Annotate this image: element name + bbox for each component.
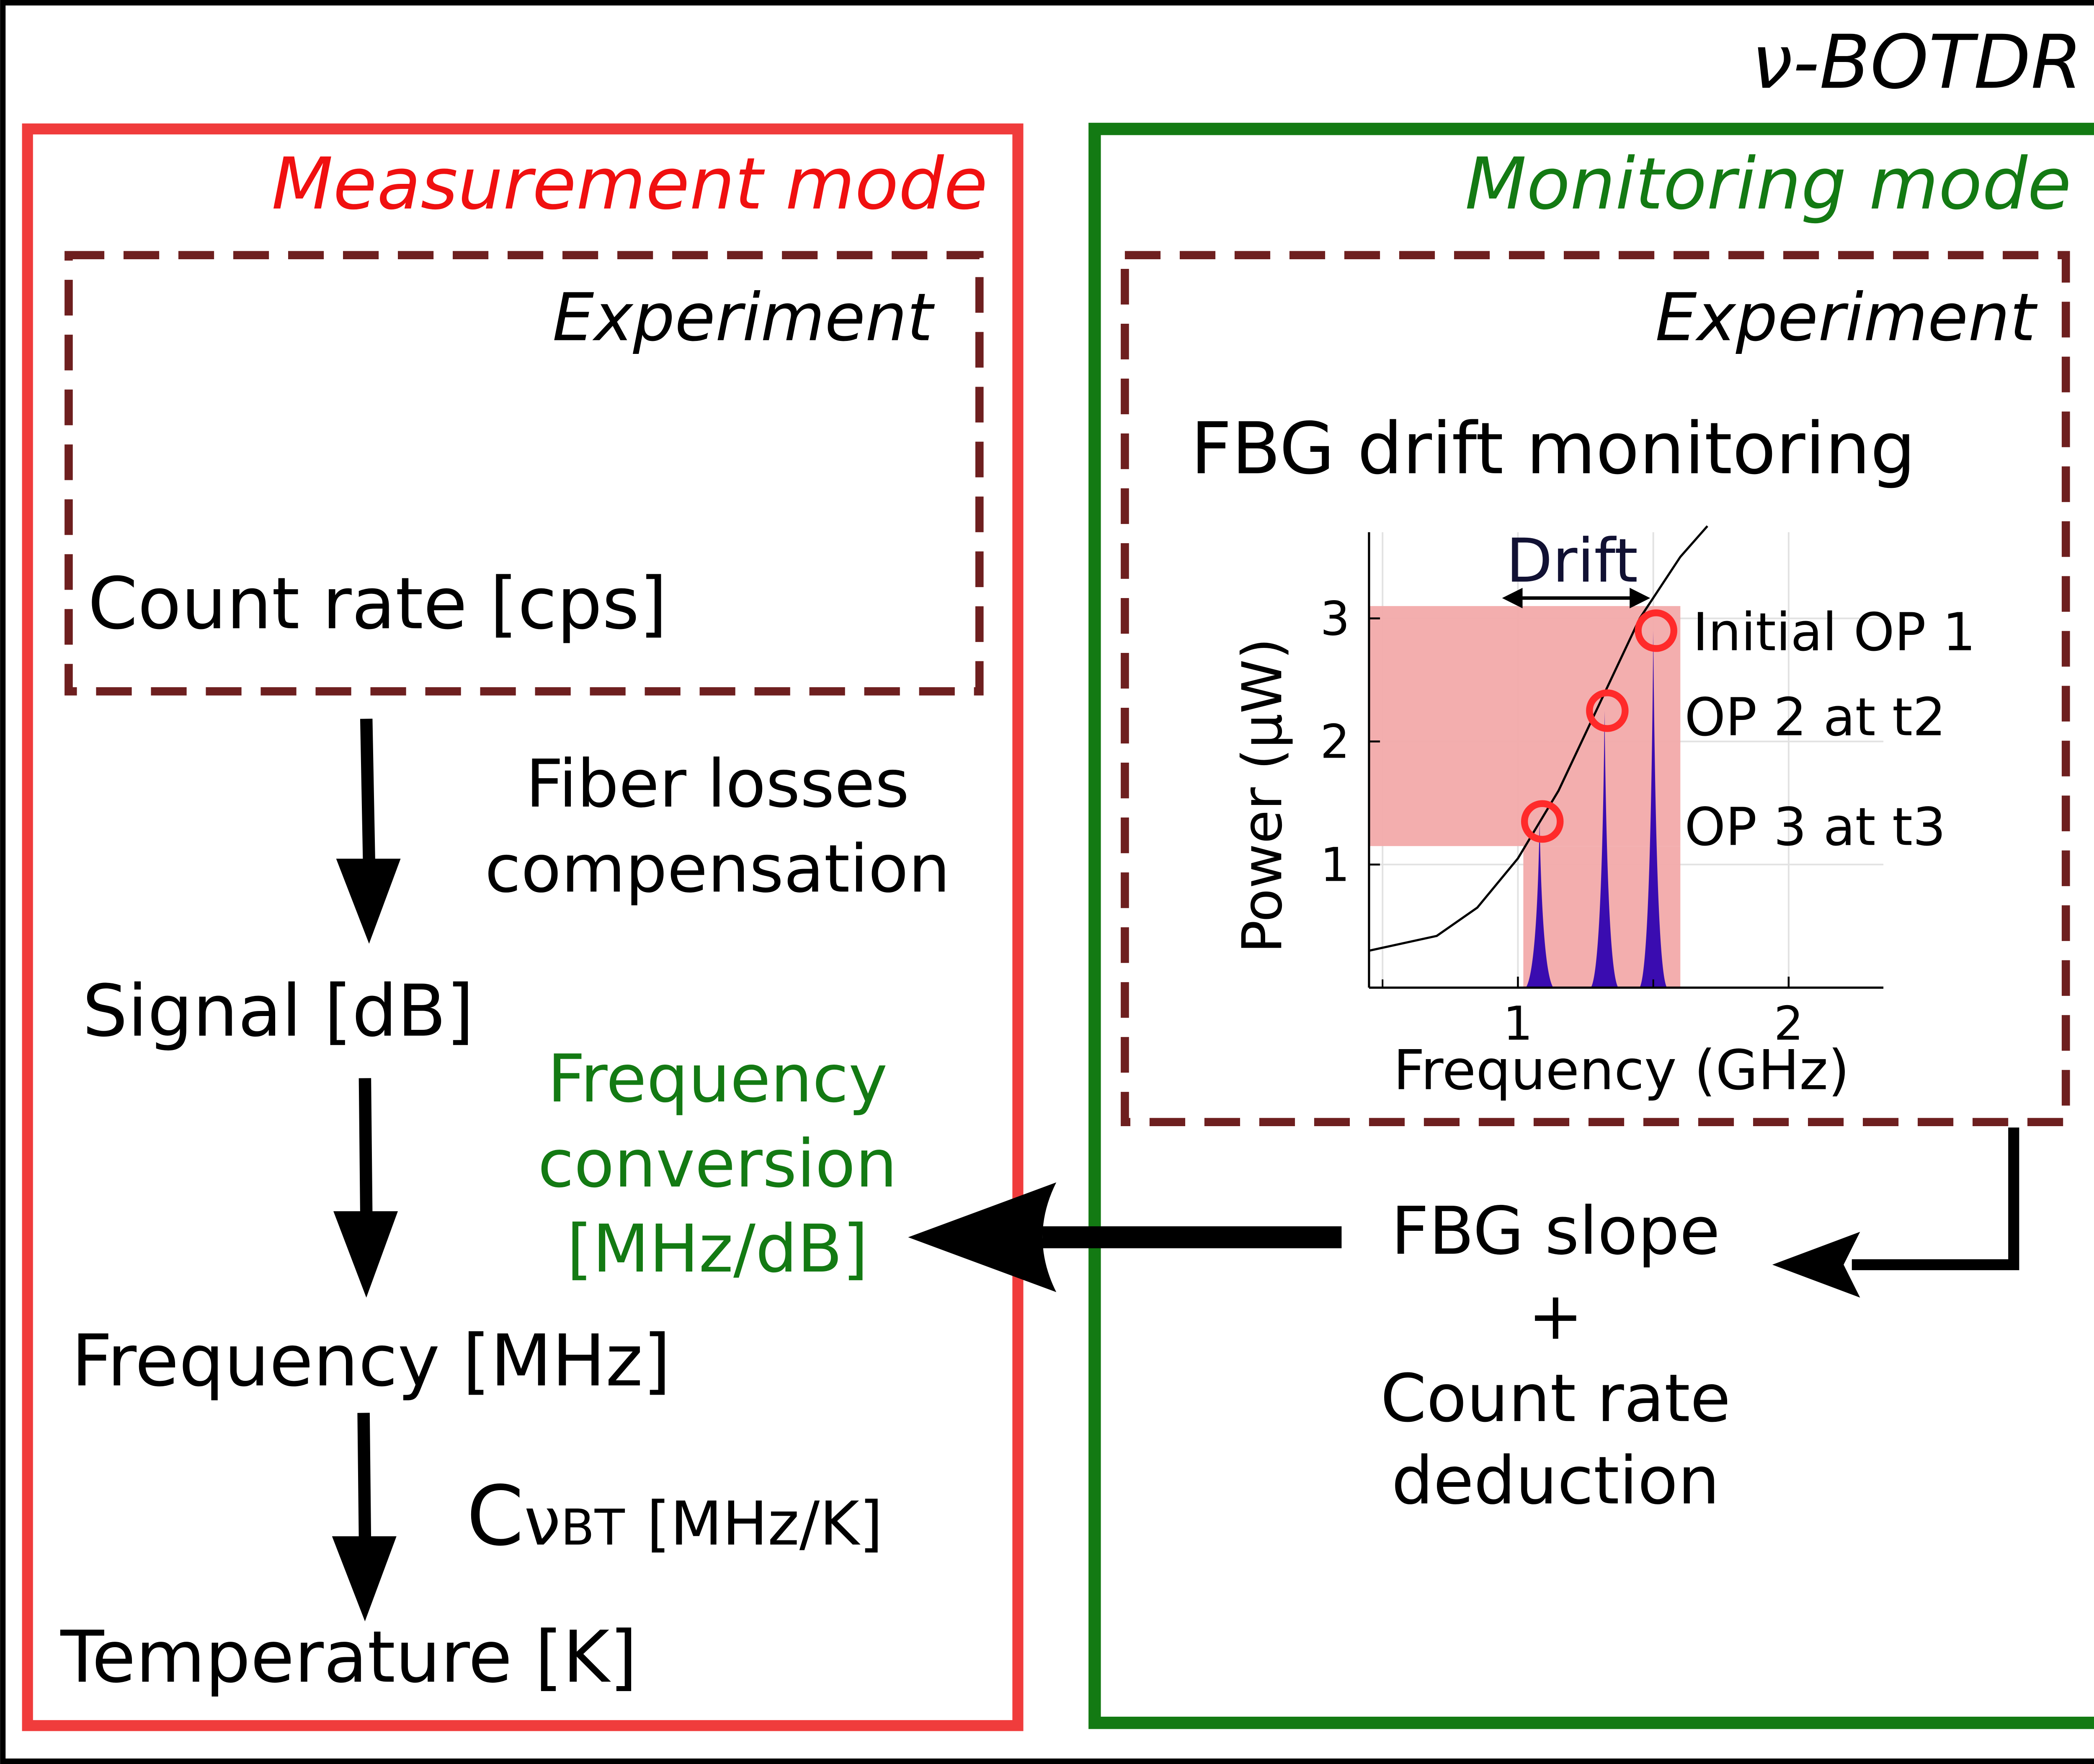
chart-peak-3 [1639, 630, 1667, 988]
arrow-count-to-signal [360, 718, 375, 862]
chart-axes [1368, 532, 1884, 989]
chart-y-tick-label: 3 [1320, 592, 1350, 646]
arrow-experiment-to-slope [1852, 1127, 2019, 1270]
measurement-experiment-label: Experiment [552, 279, 935, 356]
chart-curve-layer [1369, 525, 1708, 952]
monitoring-frame [1088, 123, 2094, 1729]
chart-y-axis-label: Power (µW) [1230, 638, 1294, 953]
conversion-line1: Frequency [547, 1041, 887, 1117]
slope-line4: deduction [1392, 1443, 1720, 1519]
chart-marker-op-2 [1586, 689, 1629, 732]
arrowhead-conversion [908, 1182, 1057, 1292]
coefficient-label: CνBT[MHz/K] [467, 1469, 883, 1564]
drift-label: Drift [1506, 526, 1638, 596]
chart-marker-op-3 [1635, 609, 1677, 652]
diagram-title: ν-BOTDR [1751, 19, 2082, 106]
frequency-label: Frequency [MHz] [72, 1320, 671, 1403]
arrowhead-2 [333, 1211, 398, 1298]
chart-x-axis-label: Frequency (GHz) [1393, 1038, 1849, 1102]
chart-x-tick-label: 2 [1774, 997, 1803, 1051]
chart-marker-op-1 [1521, 800, 1564, 843]
conversion-line2: conversion [538, 1126, 897, 1202]
arrow-frequency-to-temperature [357, 1413, 371, 1540]
measurement-frame [22, 123, 1024, 1731]
monitoring-panel: Monitoring mode Experiment FBG drift mon… [1088, 123, 2094, 1729]
chart-ticks: 1 2 1 2 3 [1320, 592, 1803, 1051]
conversion-line3: [MHz/dB] [567, 1211, 868, 1287]
monitoring-experiment-box [1121, 251, 2070, 1126]
chart-band-horizontal [1369, 606, 1681, 846]
slope-line1: FBG slope [1391, 1193, 1720, 1270]
fbg-chart: 1 2 1 2 3 Drift Initial OP 1 OP 2 at t2 OP 3… [1230, 525, 1976, 1102]
fbg-title: FBG drift monitoring [1191, 407, 1916, 490]
arrowhead-slope [1772, 1232, 1860, 1298]
arrowhead-1 [336, 859, 401, 944]
chart-curve-fbg [1369, 525, 1708, 952]
op3-label: OP 3 at t3 [1684, 797, 1946, 858]
chart-y-tick-label: 2 [1320, 715, 1350, 769]
fiber-losses-line2: compensation [485, 831, 950, 908]
arrowhead-3 [332, 1536, 397, 1622]
monitoring-experiment-label: Experiment [1655, 279, 2038, 356]
temperature-label: Temperature [K] [60, 1616, 637, 1699]
arrow-signal-to-frequency [358, 1078, 373, 1214]
slope-line2: + [1528, 1278, 1583, 1355]
chart-peak-1 [1526, 821, 1553, 988]
op1-label: Initial OP 1 [1693, 602, 1976, 663]
monitoring-heading: Monitoring mode [1465, 143, 2071, 226]
signal-label: Signal [dB] [83, 970, 474, 1053]
count-rate-label: Count rate [cps] [88, 562, 667, 645]
chart-peaks-layer [1521, 609, 1677, 988]
measurement-experiment-box [64, 251, 984, 696]
chart-x-tick-label: 1 [1503, 997, 1533, 1051]
fiber-losses-line1: Fiber losses [526, 746, 909, 823]
chart-peak-2 [1591, 710, 1619, 988]
measurement-panel: Measurement mode Experiment Count rate [… [22, 123, 1024, 1731]
chart-band-layer [1369, 606, 1681, 988]
measurement-heading: Measurement mode [271, 143, 988, 226]
op2-label: OP 2 at t2 [1684, 687, 1946, 748]
slope-line3: Count rate [1380, 1360, 1730, 1437]
chart-y-tick-label: 1 [1320, 838, 1350, 892]
